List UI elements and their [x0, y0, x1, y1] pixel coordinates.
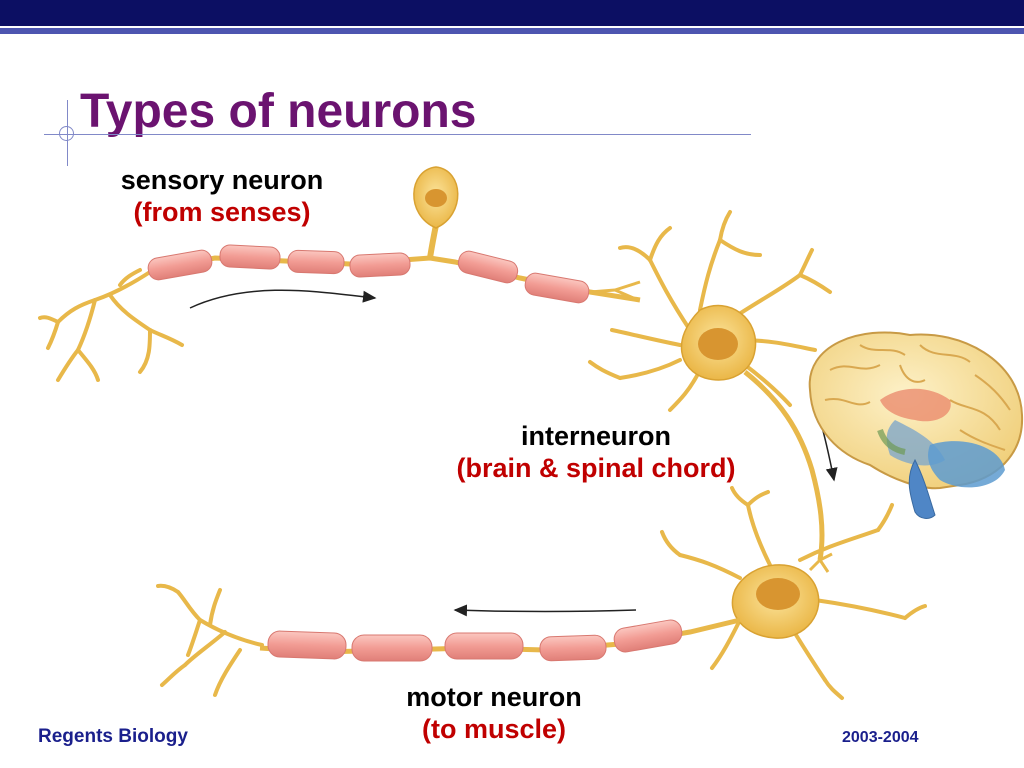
slide-title: Types of neurons — [80, 85, 477, 138]
footer-left: Regents Biology — [38, 726, 188, 747]
motor-neuron — [156, 486, 927, 700]
sensory-direction-arrow — [189, 289, 377, 309]
motor-neuron-note: (to muscle) — [421, 714, 567, 744]
title-rule — [44, 134, 751, 135]
brain-illustration — [808, 331, 1024, 519]
interneuron-note: (brain & spinal chord) — [456, 453, 736, 483]
footer-right: 2003-2004 — [842, 729, 919, 746]
sensory-neuron-name: sensory neuron — [120, 165, 324, 195]
sensory-dendrites — [38, 268, 184, 382]
title-crosshair-circle — [59, 126, 74, 141]
interneuron-label: interneuron (brain & spinal chord) — [424, 420, 768, 484]
interneuron-name: interneuron — [520, 421, 671, 451]
motor-direction-arrow — [453, 604, 637, 617]
sensory-neuron-label: sensory neuron (from senses) — [96, 164, 348, 228]
sensory-neuron-note: (from senses) — [133, 197, 311, 227]
header-bar — [0, 0, 1024, 26]
sensory-neuron — [38, 166, 641, 382]
motor-neuron-label: motor neuron (to muscle) — [380, 681, 608, 745]
interneuron — [588, 210, 833, 573]
header-accent-line — [0, 28, 1024, 34]
motor-neuron-name: motor neuron — [406, 682, 582, 712]
motor-terminals — [156, 583, 264, 697]
